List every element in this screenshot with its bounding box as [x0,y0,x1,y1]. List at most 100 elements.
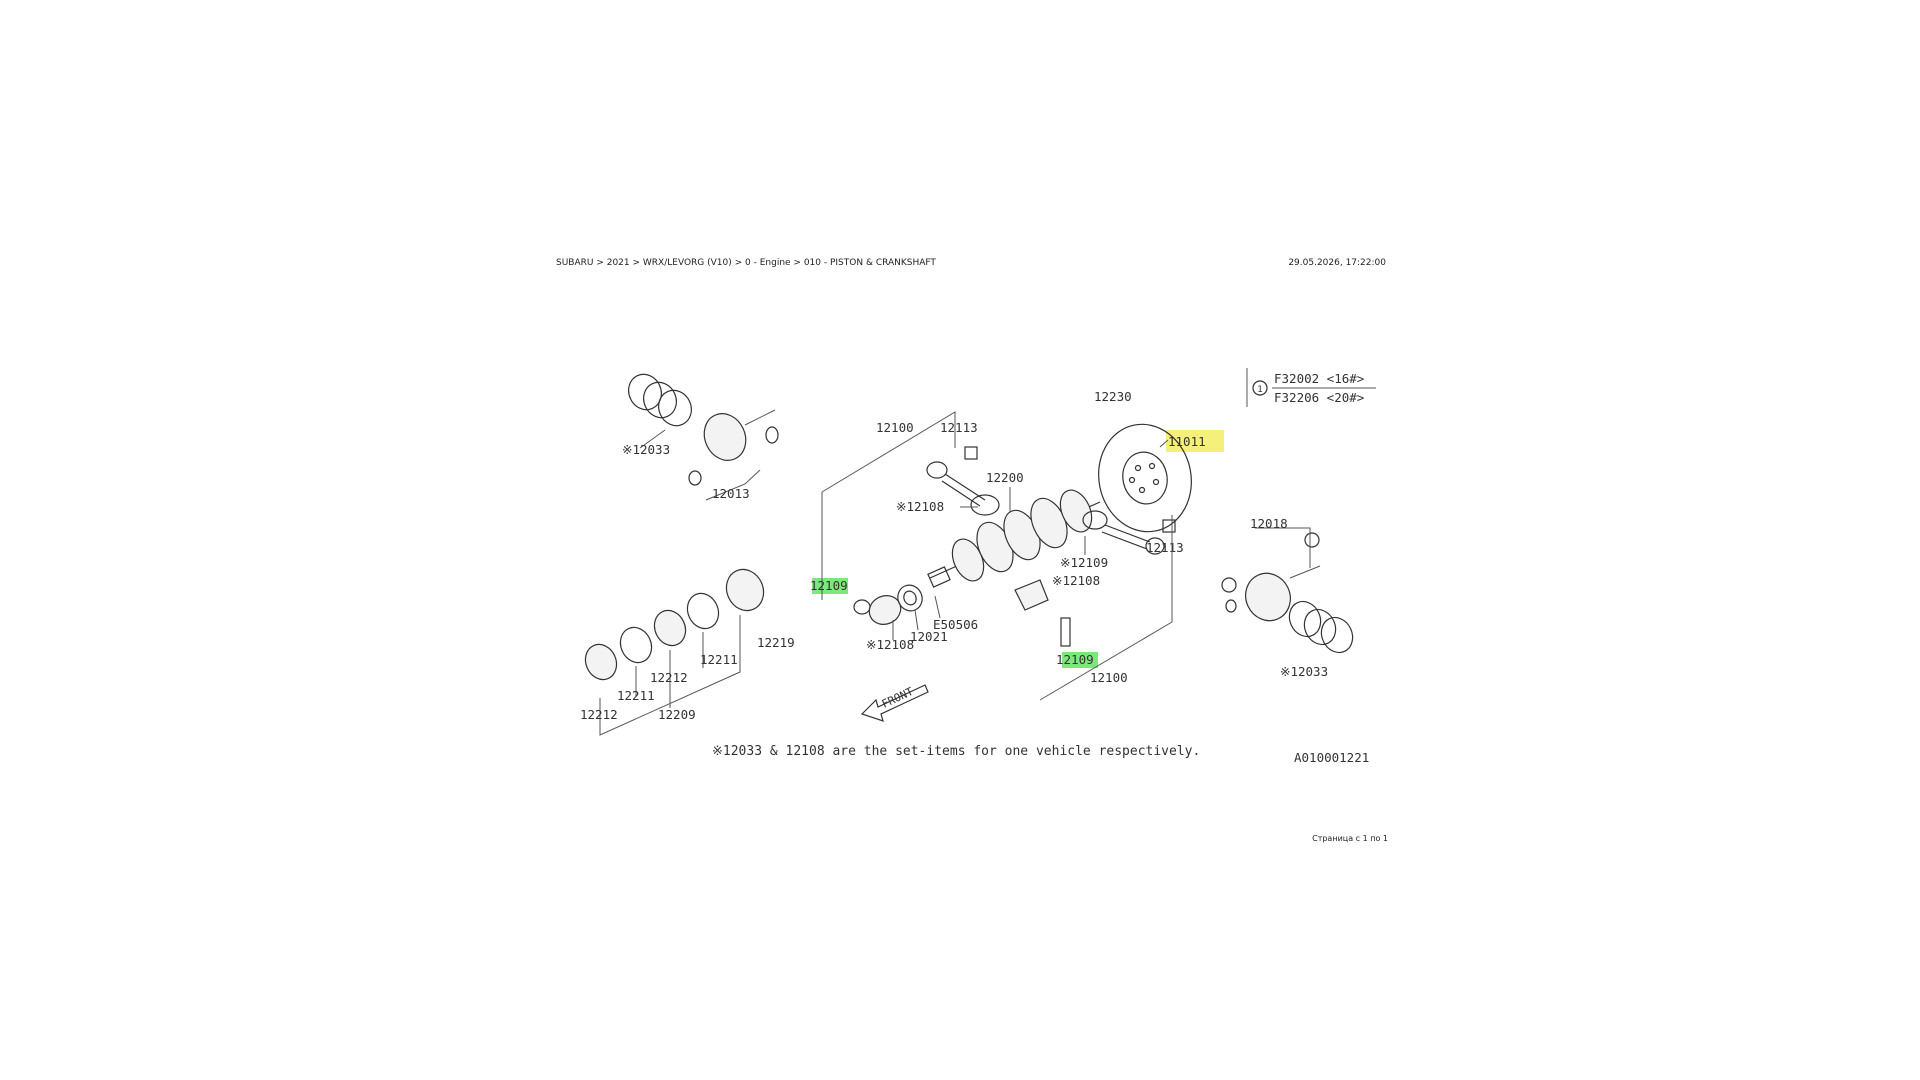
callout-12211-low: 12211 [617,688,655,703]
callout-12108-upper: ※12108 [896,499,944,514]
conrod-right-shaft-a [1104,524,1151,543]
flywheel-bolt-hole [1138,486,1146,494]
callout-12021: 12021 [910,629,948,644]
legend: 1 F32002 <16#> F32206 <20#> [1246,368,1376,407]
leader-12033-left [639,429,666,449]
callout-12219: 12219 [757,635,795,650]
seal-12021 [897,584,923,612]
breadcrumb: SUBARU > 2021 > WRX/LEVORG (V10) > 0 - E… [556,258,936,268]
diagram-id: A010001221 [1294,750,1369,765]
callout-12108-lower: ※12108 [866,637,914,652]
callout-12108-right: ※12108 [1052,573,1100,588]
legend-row-1: F32002 <16#> [1274,371,1364,386]
piston-right-pin [1289,565,1321,579]
callout-12013: 12013 [712,486,750,501]
callout-12211-mid: 12211 [700,652,738,667]
conrod-right-big-end [1082,510,1108,530]
callout-12230: 12230 [1094,389,1132,404]
flywheel-outer [1098,423,1192,533]
main-bearings [584,568,765,736]
piston-pin-clip [765,426,779,444]
callout-12109-right-upper: ※12109 [1060,555,1108,570]
piston-ring-3 [658,389,692,427]
highlight-12109-bottom [1062,652,1098,668]
callout-12109-bottom: 12109 [1056,652,1094,667]
page-indicator: Страница с 1 по 1 [1312,834,1388,843]
bolt-12109-bottom [1060,617,1071,647]
conrod-big-end [970,494,1000,516]
conrod-right-shaft-b [1101,531,1148,550]
piston-right [1245,572,1291,622]
leader-e50506 [934,595,941,619]
callout-12109-left: 12109 [810,578,848,593]
bearing-12211-mid [686,592,720,630]
crank-nose [927,566,951,588]
flywheel-bolt-hole [1148,462,1156,470]
bracket-12100-top [821,411,956,493]
callout-12100-top: 12100 [876,420,914,435]
leader-12013 [705,469,761,501]
piston [703,413,747,461]
flywheel-bolt-hole [1152,478,1160,486]
legend-symbol-circle [1252,380,1268,396]
callout-12033-left: ※12033 [622,442,670,457]
connecting-rod-top [926,446,1000,516]
callout-e50506: E50506 [933,617,978,632]
piston-clip [688,470,702,486]
bearing-12219 [725,568,765,612]
callout-12200: 12200 [986,470,1024,485]
seal-12021-inner [903,590,917,606]
bearing-12212-low [584,643,618,681]
callout-12018: 12018 [1250,516,1288,531]
bearing-12212-mid [653,609,687,647]
flywheel-bolt-hole [1134,464,1142,472]
bolt-12113-right [1162,519,1176,533]
print-timestamp: 29.05.2026, 17:22:00 [1288,258,1386,268]
piston-right-ring-2 [1303,608,1337,646]
bolt-12113-top [964,446,978,460]
callout-12113-right: 12113 [1146,540,1184,555]
piston-ring-1 [628,373,662,411]
callout-12212-mid: 12212 [650,670,688,685]
leader-12021 [914,609,919,631]
bracket-12018 [1255,527,1311,568]
callout-12113-top: 12113 [940,420,978,435]
flywheel [1098,423,1192,533]
callout-12212-low: 12212 [580,707,618,722]
piston-right-group [1221,527,1354,654]
page-header: SUBARU > 2021 > WRX/LEVORG (V10) > 0 - E… [556,258,1386,272]
piston-right-clip [1225,599,1237,613]
piston-right-ring-1 [1288,600,1322,638]
flywheel-bolt-hole [1128,476,1136,484]
leader-11011 [1159,439,1169,448]
callout-12209: 12209 [658,707,696,722]
highlight-12109-left [812,578,848,594]
bearing-12108-lower [868,595,902,625]
piston-right-mark-2 [1304,532,1320,548]
conrod-small-end [926,461,948,479]
set-items-note: ※12033 & 12108 are the set-items for one… [712,744,1200,759]
piston-right-ring-3 [1320,616,1354,654]
cap-12100-bottom [1014,579,1049,611]
connecting-rod-right [1082,510,1176,555]
crankshaft [927,489,1101,588]
lower-crank-parts [853,579,1071,647]
piston-ring-2 [643,381,677,419]
bracket-12100-bottom [1039,515,1173,701]
piston-left-group [628,373,779,501]
front-arrow: FRONT [860,684,929,722]
piston-pin [744,409,776,426]
bearing-12211-low [619,626,653,664]
front-arrow-shape [860,684,929,722]
callout-11011: 11011 [1168,434,1206,449]
flywheel-hub [1122,451,1168,505]
conrod-shaft-b [941,480,981,507]
bolt-12109-left [853,599,871,615]
crank-web-5 [1059,489,1093,533]
callout-12033-right: ※12033 [1280,664,1328,679]
legend-row-2: F32206 <20#> [1274,390,1364,405]
callout-12100-bottom: 12100 [1090,670,1128,685]
piston-right-mark [1221,577,1237,593]
legend-symbol: 1 [1257,385,1262,395]
